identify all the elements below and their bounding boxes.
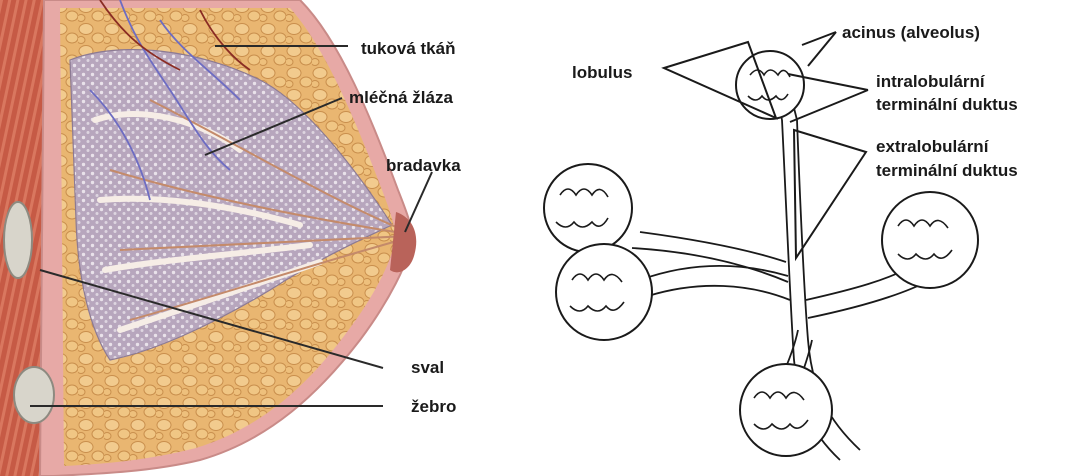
- label-intralobular-line2: terminální duktus: [876, 94, 1018, 115]
- label-lobulus: lobulus: [572, 62, 632, 83]
- lobule-left-lower: [556, 244, 652, 340]
- lobule-bottom: [740, 364, 832, 456]
- lobule-top: [736, 51, 804, 119]
- label-acinus: acinus (alveolus): [842, 22, 980, 43]
- label-extralobular-line1: extralobulární: [876, 136, 988, 157]
- label-extralobular-line2: terminální duktus: [876, 160, 1018, 181]
- lobule-left-upper: [544, 164, 632, 252]
- lobule-right: [882, 192, 978, 288]
- label-intralobular-line1: intralobulární: [876, 71, 985, 92]
